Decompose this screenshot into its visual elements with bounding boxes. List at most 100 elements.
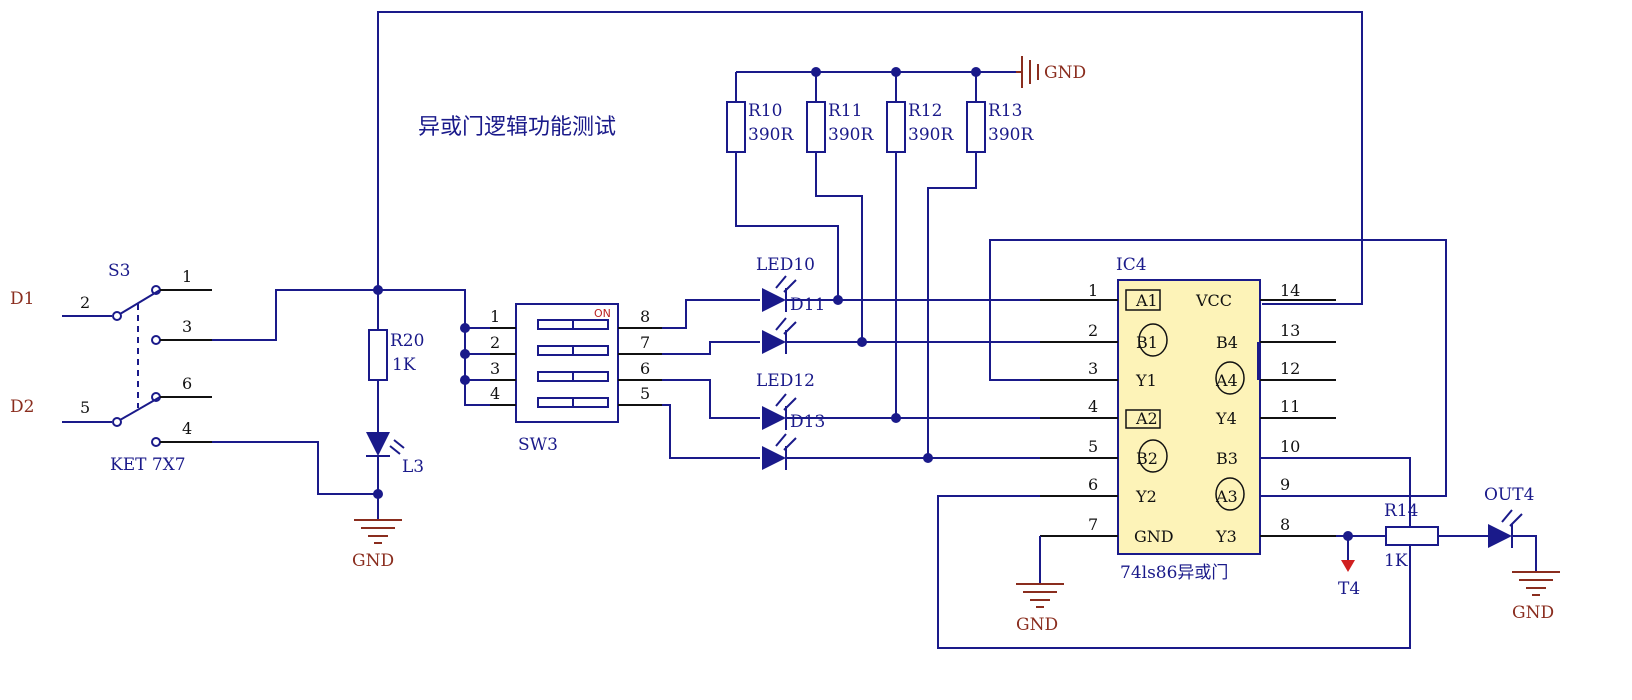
sw3-pin8-num: 8	[640, 307, 650, 326]
sw3-pin1-num: 1	[490, 307, 500, 326]
r20-ref: R20	[390, 331, 424, 351]
sw3-out7-wire	[662, 341, 760, 355]
r11-drop-wire	[815, 152, 863, 342]
ic4-pin6-num: 6	[1088, 475, 1098, 494]
s3-pin4-ground-wire	[212, 441, 378, 495]
s3-pin3-num: 3	[182, 317, 192, 336]
sw3-out5-wire	[662, 404, 760, 459]
r12-ref: R12	[908, 101, 942, 121]
vcc-rail-wire	[377, 11, 1363, 305]
s3-pin5-contact	[112, 417, 122, 427]
ic4-label-y4: Y4	[1215, 409, 1237, 428]
s3-ref-label: S3	[108, 261, 130, 281]
ic4-label-b1: B1	[1136, 333, 1158, 352]
y2-to-b3-wire	[937, 457, 1411, 649]
ic4-label-a2: A2	[1135, 409, 1158, 428]
r10-value: 390R	[748, 125, 794, 145]
ic4-label-gnd: GND	[1134, 527, 1174, 546]
r13-value: 390R	[988, 125, 1034, 145]
sw3-pin7-num: 7	[640, 333, 650, 352]
r14-resistor	[1385, 526, 1439, 546]
ic4-pin3-num: 3	[1088, 359, 1098, 378]
d13-ref: D13	[790, 412, 825, 432]
l3-light-arrows-icon	[389, 439, 405, 455]
sw3-out8-wire	[662, 299, 760, 329]
ic4-label-b4: B4	[1216, 333, 1238, 352]
sw3-out6-wire	[662, 379, 760, 419]
schematic-title: 异或门逻辑功能测试	[418, 115, 616, 140]
r14-ref: R14	[1384, 501, 1418, 521]
d11-light-arrows-icon	[775, 317, 797, 335]
r10-drop-wire	[735, 152, 839, 300]
r13-drop-wire	[927, 152, 977, 458]
junction-dot	[460, 323, 470, 333]
s3-pin4-contact	[151, 437, 161, 447]
r12-value: 390R	[908, 125, 954, 145]
ground-icon	[354, 519, 402, 544]
ic4-ref: IC4	[1116, 255, 1147, 275]
junction-dot	[833, 295, 843, 305]
ic4-gate1-frame	[1125, 289, 1161, 311]
ic4-pin2-num: 2	[1088, 321, 1098, 340]
out4-light-arrows-icon	[1501, 509, 1523, 527]
t4-ref: T4	[1338, 579, 1360, 599]
led10-ref: LED10	[756, 255, 815, 275]
s3-pin4-num: 4	[182, 419, 192, 438]
ic4-pin11-num: 11	[1280, 397, 1300, 416]
s3-pin3-contact	[151, 335, 161, 345]
sw3-left-leads	[490, 327, 516, 406]
resistor-top-leads	[735, 72, 977, 102]
sw3-pin6-num: 6	[640, 359, 650, 378]
junction-dot	[891, 413, 901, 423]
junction-dot	[460, 349, 470, 359]
s3-pin1-num: 1	[182, 267, 192, 286]
s3-pin2-num: 2	[80, 293, 90, 312]
l3-led-icon	[366, 432, 390, 456]
r14-value: 1K	[1384, 551, 1408, 571]
ground-label: GND	[352, 551, 394, 571]
out4-ref: OUT4	[1484, 485, 1534, 505]
d13-light-arrows-icon	[775, 433, 797, 451]
ic4-pin12-num: 12	[1280, 359, 1300, 378]
s3-part-label: KET 7X7	[110, 455, 186, 475]
t4-testpoint-icon	[1341, 560, 1355, 572]
ic4-gate2-frame	[1125, 409, 1161, 429]
led12-light-arrows-icon	[775, 393, 797, 411]
ic4-pin1-num: 1	[1088, 281, 1098, 300]
r12-resistor	[886, 101, 906, 153]
d11-icon	[762, 330, 786, 354]
ic4-pin9-num: 9	[1280, 475, 1290, 494]
r20-resistor	[368, 329, 388, 381]
r10-resistor	[726, 101, 746, 153]
ic4-gate4-icon	[1215, 361, 1245, 395]
led10-light-arrows-icon	[775, 275, 797, 293]
junction-dot	[373, 489, 383, 499]
ic4-label-y3: Y3	[1215, 527, 1237, 546]
ground-icon	[1016, 583, 1064, 608]
s3-pin2-contact	[112, 311, 122, 321]
r11-ref: R11	[828, 101, 862, 121]
ic4-label-vcc: VCC	[1195, 291, 1232, 310]
input-d1-label: D1	[10, 289, 34, 309]
d11	[762, 317, 797, 354]
sw3-right-leads	[618, 327, 662, 406]
r13-resistor	[966, 101, 986, 153]
ic4-label-y1: Y1	[1135, 371, 1157, 390]
ic4-label-b3: B3	[1216, 449, 1238, 468]
switch-common-wire	[212, 289, 490, 406]
l3-ref: L3	[402, 457, 424, 477]
ic4-pin7-num: 7	[1088, 515, 1098, 534]
r11-value: 390R	[828, 125, 874, 145]
led12-ref: LED12	[756, 371, 815, 391]
sw3-pin4-num: 4	[490, 384, 500, 403]
sw3-ref: SW3	[518, 435, 558, 455]
ic4-left-leads	[1040, 299, 1118, 537]
junction-dot	[923, 453, 933, 463]
ic4-gate3-icon	[1215, 477, 1245, 511]
led12-icon	[762, 406, 786, 430]
ic4-gate2-icon	[1138, 439, 1168, 473]
y1-to-a3-wire	[989, 239, 1447, 497]
ground-icon	[1016, 56, 1039, 88]
